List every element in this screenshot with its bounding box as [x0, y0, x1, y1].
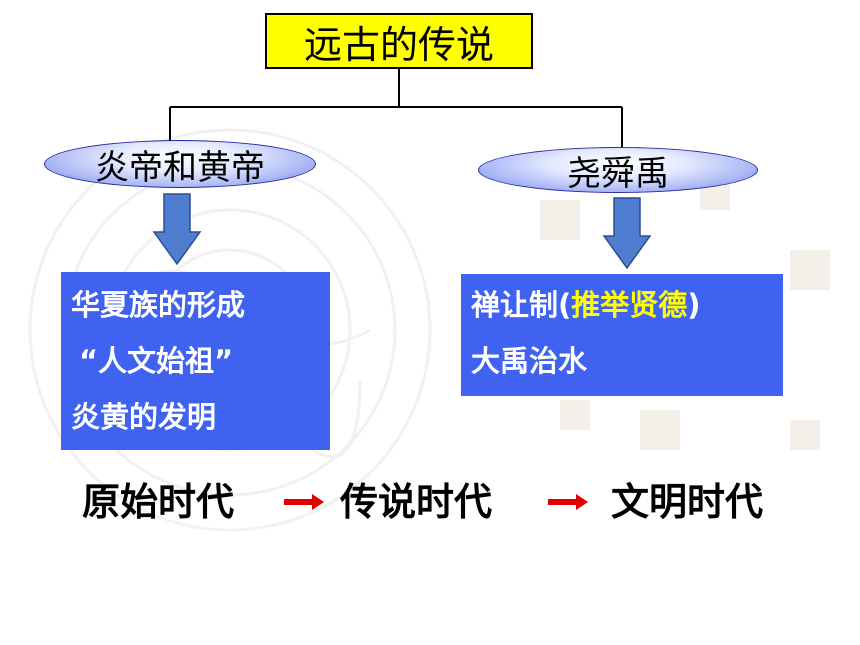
detail-item-shanrang: 禅让制(推举贤德) [471, 277, 783, 333]
title-box: 远古的传说 [265, 13, 533, 69]
timeline-row: 原始时代 传说时代 文明时代 [0, 472, 860, 532]
detail-item: 炎黄的发明 [71, 400, 217, 434]
detail-item: “人文始祖” [79, 344, 234, 378]
shanrang-suffix: ) [687, 288, 701, 322]
title-text: 远古的传说 [303, 22, 494, 67]
down-arrow-right-icon [602, 197, 652, 270]
timeline-era: 文明时代 [611, 480, 764, 524]
detail-item: 大禹治水 [471, 344, 588, 378]
right-arrow-icon [548, 494, 588, 510]
shanrang-prefix: 禅让制( [471, 288, 572, 322]
branch-left-label: 炎帝和黄帝 [95, 147, 265, 188]
branch-right-label: 尧舜禹 [567, 153, 669, 194]
timeline-era: 原始时代 [82, 480, 235, 524]
down-arrow-left-icon [152, 193, 202, 266]
branch-oval-left: 炎帝和黄帝 [44, 140, 316, 188]
timeline-era: 传说时代 [340, 480, 493, 524]
detail-item: 华夏族的形成 [71, 288, 246, 322]
shanrang-highlight: 推举贤德 [571, 288, 688, 322]
detail-box-right: 禅让制(推举贤德) 大禹治水 [461, 274, 783, 396]
branch-oval-right: 尧舜禹 [478, 147, 758, 194]
right-arrow-icon [284, 494, 324, 510]
detail-box-left: 华夏族的形成 “人文始祖” 炎黄的发明 [61, 272, 330, 450]
